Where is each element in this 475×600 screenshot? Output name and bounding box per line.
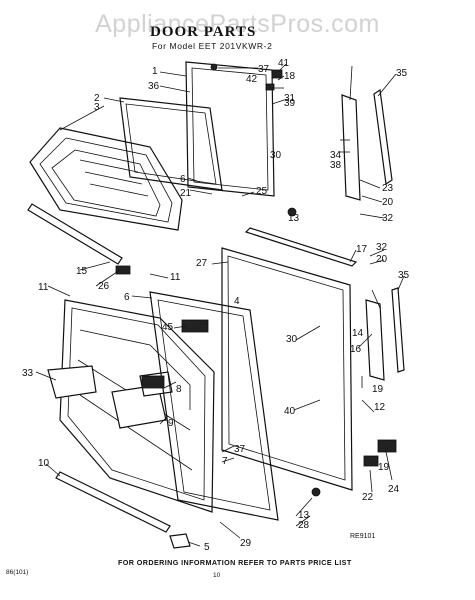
hinge-cap-24	[377, 439, 397, 453]
callout-3: 3	[94, 102, 100, 113]
callout-25: 25	[256, 186, 268, 197]
screw-13-upper	[287, 207, 297, 217]
callout-21: 21	[180, 188, 192, 199]
callout-38: 38	[330, 160, 342, 171]
top-trim	[244, 227, 358, 267]
callout-27: 27	[196, 258, 208, 269]
leader-lines	[35, 63, 405, 547]
callout-15: 15	[76, 266, 88, 277]
callout-20: 20	[376, 254, 388, 265]
upper-handle-bracket	[341, 94, 361, 201]
callout-13: 13	[298, 510, 310, 521]
callouts: 1 36 2 3 37 41 18 42 31 39 35 30 34 38 6…	[22, 58, 410, 553]
drawing-code: RE9101	[350, 533, 376, 540]
lower-handle	[391, 287, 405, 373]
model-line: For Model EET 201VKWR-2	[152, 41, 273, 51]
callout-19: 19	[372, 384, 384, 395]
freezer-panel	[185, 61, 275, 197]
callout-28: 28	[298, 520, 310, 531]
callout-19-bottom: 19	[378, 462, 390, 473]
watermark: AppliancePartsPros.com	[95, 10, 380, 38]
freezer-handle-trim	[27, 203, 123, 265]
callout-2: 2	[94, 93, 100, 104]
callout-20-top: 20	[382, 197, 394, 208]
callout-18: 18	[284, 71, 296, 82]
callout-35: 35	[398, 270, 410, 281]
callout-24: 24	[388, 484, 400, 495]
callout-39: 39	[284, 98, 296, 109]
callout-6: 6	[124, 292, 130, 303]
callout-22: 22	[362, 492, 374, 503]
clip-18	[271, 69, 283, 79]
screw-13-lower	[311, 487, 321, 497]
callout-26: 26	[98, 281, 110, 292]
callout-12: 12	[374, 402, 386, 413]
clip-45	[181, 319, 209, 333]
callout-36: 36	[148, 81, 160, 92]
fresh-food-door-liner	[47, 299, 215, 513]
callout-7: 7	[222, 456, 228, 467]
callout-32: 32	[376, 242, 388, 253]
callout-32-top: 32	[382, 213, 394, 224]
freezer-door-liner	[29, 127, 183, 231]
callout-13-top: 13	[288, 213, 300, 224]
callout-11-right: 11	[170, 272, 181, 283]
clip-26	[115, 265, 131, 275]
callout-14: 14	[352, 328, 364, 339]
callout-9: 9	[168, 418, 174, 429]
hinge-cap-22	[363, 455, 379, 467]
callout-35-top: 35	[396, 68, 408, 79]
callout-30: 30	[286, 334, 298, 345]
callout-41: 41	[278, 58, 290, 69]
callout-40: 40	[284, 406, 296, 417]
lower-handle-bracket	[365, 299, 385, 381]
footer-note: FOR ORDERING INFORMATION REFER TO PARTS …	[118, 558, 352, 567]
callout-34: 34	[330, 150, 342, 161]
callout-6-top: 6	[180, 174, 186, 185]
callout-37-top: 37	[258, 64, 270, 75]
left-code: 86(101)	[6, 569, 29, 576]
fresh-food-gasket	[149, 291, 279, 521]
trim-end-cap	[169, 533, 191, 549]
callout-16: 16	[350, 344, 362, 355]
fresh-food-panel	[221, 247, 353, 491]
callout-10: 10	[38, 458, 50, 469]
callout-42: 42	[246, 74, 258, 85]
callout-33: 33	[22, 368, 34, 379]
callout-1: 1	[152, 66, 158, 77]
callout-4: 4	[234, 296, 240, 307]
callout-17: 17	[356, 244, 368, 255]
upper-handle	[373, 88, 393, 186]
callout-11-left: 11	[38, 282, 49, 293]
callout-30-top: 30	[270, 150, 282, 161]
callout-8: 8	[176, 384, 182, 395]
callout-23: 23	[382, 183, 394, 194]
bottom-door-trim	[55, 471, 171, 533]
callout-5: 5	[204, 542, 210, 553]
callout-31: 31	[284, 93, 296, 104]
clip-8	[141, 375, 165, 389]
callout-45: 45	[162, 322, 174, 333]
page-title: DOOR PARTS	[150, 24, 257, 40]
clip-42	[265, 83, 275, 91]
page-number: 10	[213, 572, 221, 579]
callout-37: 37	[234, 444, 246, 455]
callout-29: 29	[240, 538, 252, 549]
screw-37	[210, 63, 218, 71]
